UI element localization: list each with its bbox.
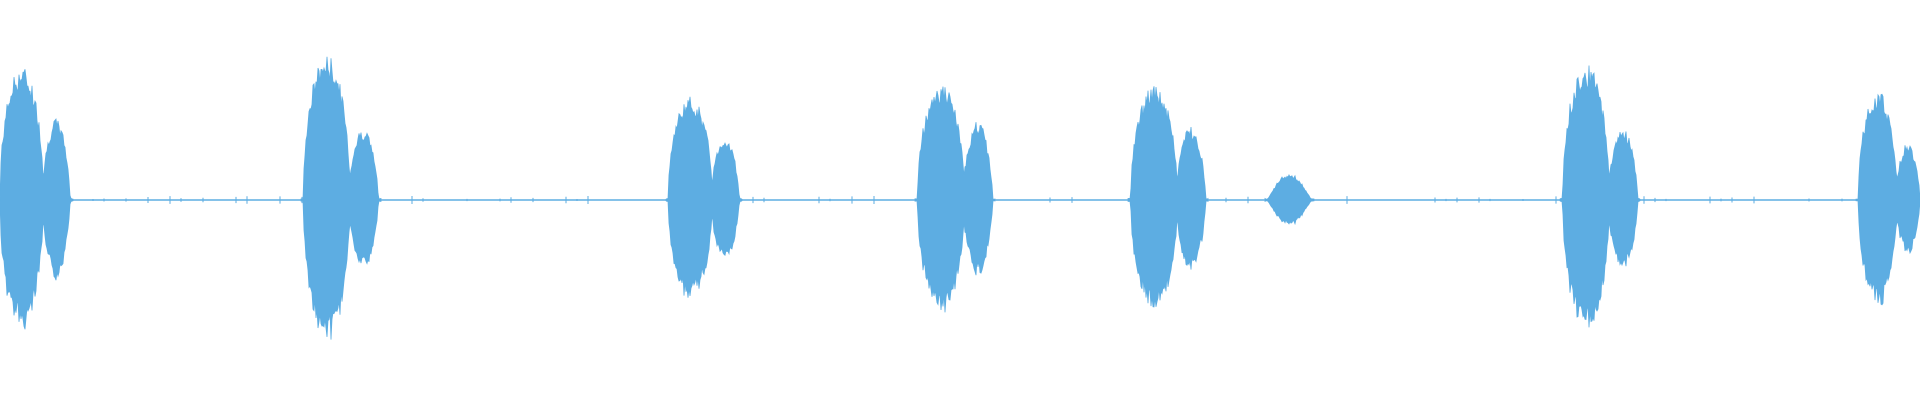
waveform-burst-2 bbox=[300, 56, 382, 340]
waveform-burst-1 bbox=[0, 69, 74, 330]
waveform-burst-8 bbox=[1855, 93, 1920, 306]
waveform-burst-6 bbox=[1264, 173, 1315, 226]
waveform-burst-4 bbox=[914, 86, 996, 313]
waveform-burst-5 bbox=[1127, 86, 1209, 308]
waveform-burst-7 bbox=[1559, 65, 1641, 328]
waveform-burst-3 bbox=[665, 96, 743, 298]
